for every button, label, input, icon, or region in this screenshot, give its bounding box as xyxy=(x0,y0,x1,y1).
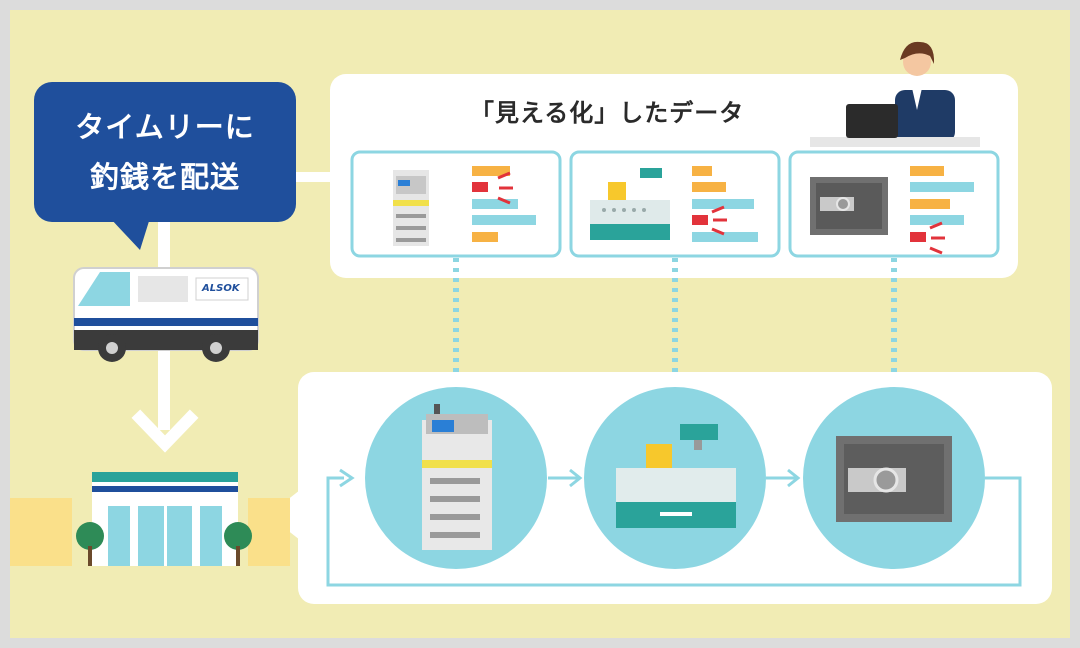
operator-icon xyxy=(810,41,980,147)
bubble-panel-connector xyxy=(296,172,336,182)
store-icon xyxy=(10,472,290,566)
bubble-line-1: タイムリーに xyxy=(75,110,255,144)
speech-bubble: タイムリーに 釣銭を配送 xyxy=(34,82,296,222)
down-arrow-icon xyxy=(131,409,199,453)
bubble-line-2: 釣銭を配送 xyxy=(89,160,240,194)
change-machine-icon xyxy=(422,404,492,550)
cash-register-icon xyxy=(616,424,736,528)
status-bars xyxy=(692,166,758,242)
cash-cycle-loop xyxy=(326,476,1022,587)
change-machine-mini-icon xyxy=(393,170,429,246)
data-card-cash-register xyxy=(569,150,781,258)
data-card-safe xyxy=(788,150,1000,258)
status-bars xyxy=(472,166,536,242)
bubble-tail xyxy=(110,218,150,250)
flow-arrow-icon xyxy=(569,468,583,488)
flow-arrow-icon xyxy=(787,468,801,488)
safe-mini-icon xyxy=(810,177,888,235)
safe-icon xyxy=(836,436,952,522)
van-logo: ALSOK xyxy=(202,283,240,294)
data-card-change-machine xyxy=(350,150,562,258)
data-panel-title: 「見える化」したデータ xyxy=(470,99,745,127)
delivery-van-icon xyxy=(73,267,259,362)
register-mini-icon xyxy=(590,168,670,240)
cycle-arrow-icon xyxy=(339,468,355,488)
status-bars xyxy=(910,166,974,255)
